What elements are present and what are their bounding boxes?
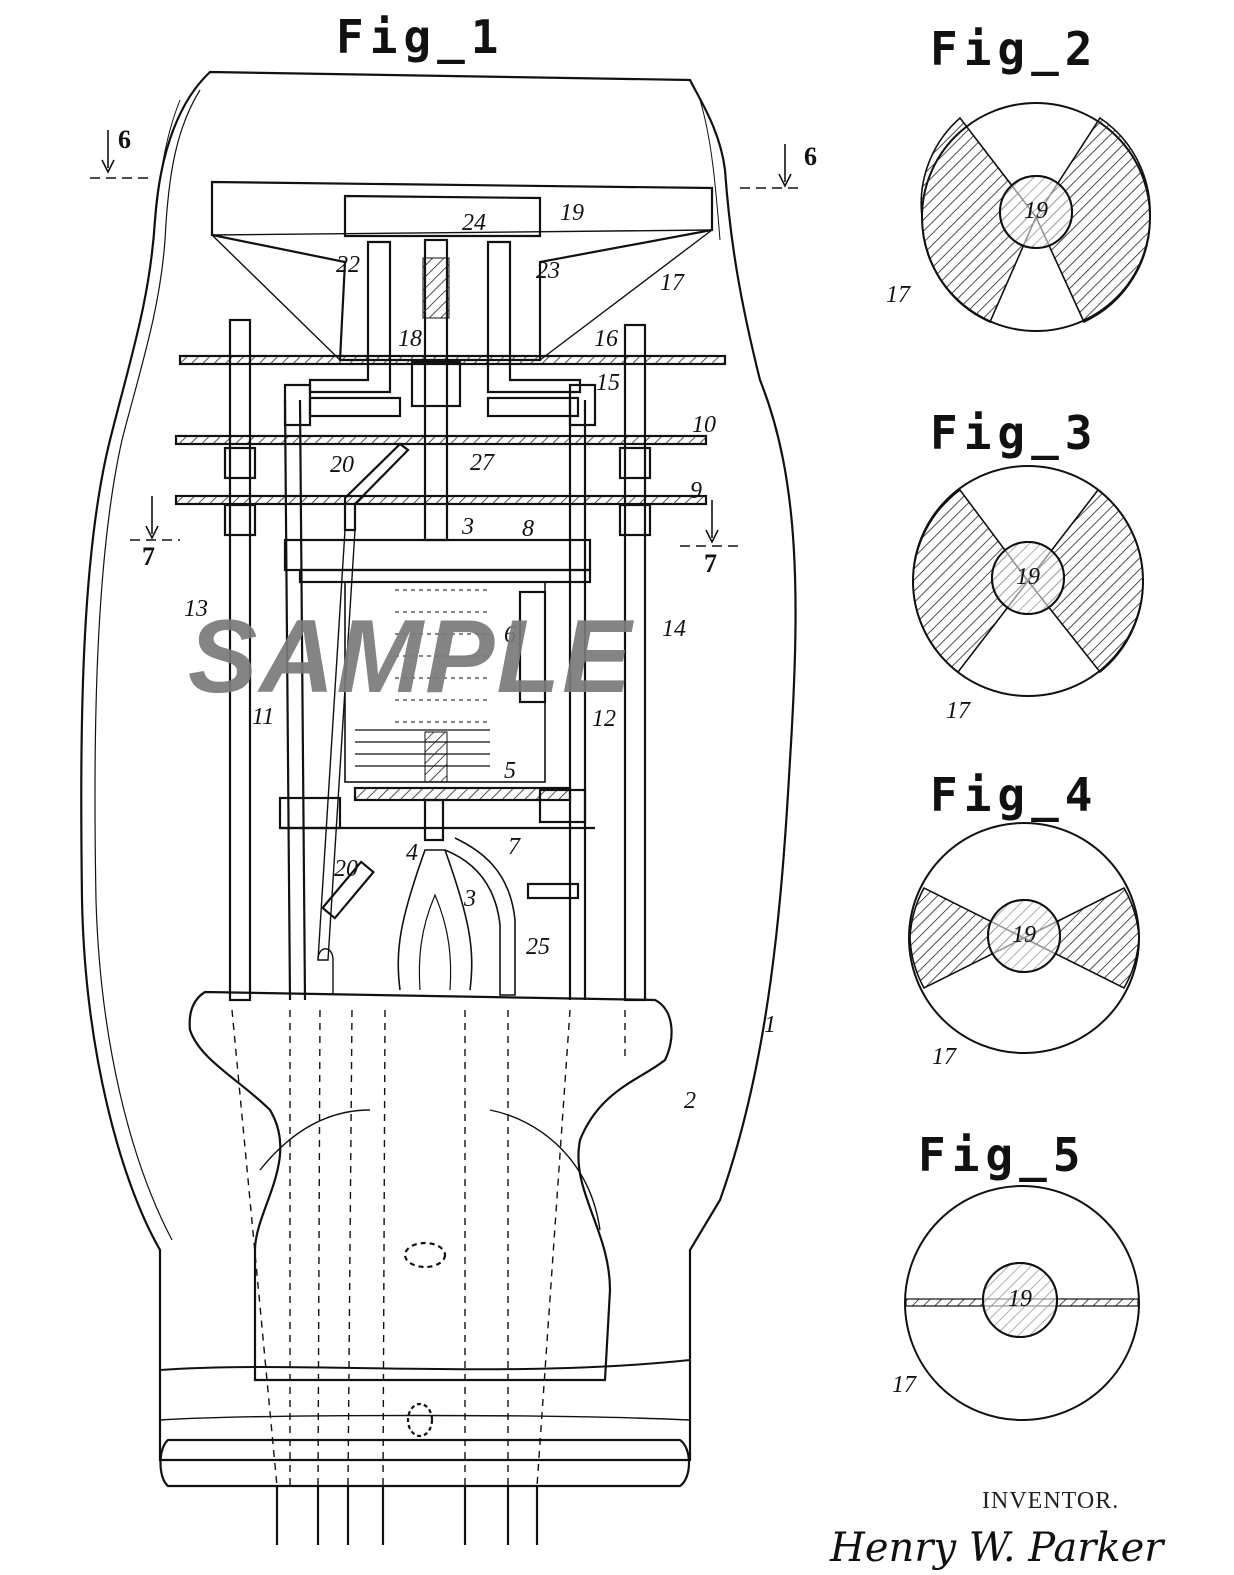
support-rod-14	[623, 323, 647, 1002]
fig3-ref-19: 19	[1016, 564, 1040, 590]
fig4-ref-17: 17	[932, 1044, 957, 1070]
base-pins	[275, 1486, 539, 1545]
fig5-ref-19: 19	[1008, 1286, 1032, 1312]
section-6-left: 6	[118, 125, 131, 154]
stem-press	[188, 990, 673, 1382]
ref-8: 8	[522, 516, 534, 542]
fig3-ref-17: 17	[946, 698, 971, 724]
sample-watermark: SAMPLE	[188, 599, 634, 715]
fig2-section	[920, 102, 1151, 332]
fig4-ref-19: 19	[1012, 922, 1036, 948]
ref-27: 27	[470, 450, 495, 476]
ref-18: 18	[398, 326, 422, 352]
ref-9: 9	[690, 478, 702, 504]
ref-12: 12	[592, 706, 616, 732]
ref-3-top: 3	[461, 514, 474, 540]
lead-22	[308, 240, 392, 394]
section-7-left: 7	[142, 542, 155, 571]
fig5-title: Fig_5	[918, 1128, 1087, 1182]
ref-4: 4	[406, 840, 418, 866]
inventor-signature: Henry W. Parker	[830, 1525, 1164, 1571]
fig2-ref-19: 19	[1024, 198, 1048, 224]
mica-disk-9	[174, 494, 708, 506]
fig4-section	[908, 822, 1140, 1054]
fig2-ref-17: 17	[886, 282, 911, 308]
ref-5: 5	[504, 758, 516, 784]
tube-assembly	[80, 70, 797, 1545]
ref-24: 24	[462, 210, 486, 236]
ref-2: 2	[684, 1088, 696, 1114]
ref-25: 25	[526, 934, 550, 960]
ref-22: 22	[336, 252, 360, 278]
lower-disk-7	[353, 786, 572, 802]
fig3-title: Fig_3	[930, 406, 1099, 460]
section-lines	[90, 130, 800, 547]
ref-23: 23	[536, 258, 560, 284]
ref-10: 10	[692, 412, 716, 438]
ref-20-bottom: 20	[334, 856, 358, 882]
ref-13: 13	[184, 596, 208, 622]
fig4-title: Fig_4	[930, 768, 1099, 822]
ref-1: 1	[764, 1012, 776, 1038]
fig5-section	[904, 1185, 1140, 1421]
fig1-reference-numerals: 24 19 22 23 17 18 16 15 10 27 20 9 3 8 1…	[184, 200, 776, 1114]
inventor-label: INVENTOR.	[982, 1488, 1120, 1514]
ref-20-top: 20	[330, 452, 354, 478]
top-insulator	[343, 194, 542, 238]
fig5-ref-17: 17	[892, 1372, 917, 1398]
ref-11: 11	[252, 704, 274, 730]
section-6-right: 6	[804, 142, 817, 171]
base-ring	[159, 1438, 691, 1488]
shield-disk	[178, 354, 727, 366]
insulator-bridge-8	[283, 538, 592, 572]
cone-shield	[210, 180, 714, 362]
fig1-title: Fig_1	[336, 10, 505, 64]
support-rod-13	[228, 318, 252, 1002]
lead-20	[343, 442, 410, 532]
ref-19: 19	[560, 200, 584, 226]
ref-6: 6	[504, 622, 516, 648]
ref-16: 16	[594, 326, 618, 352]
mica-disk-10	[174, 434, 708, 446]
lead-23	[486, 240, 582, 394]
fig3-section	[912, 465, 1144, 697]
ref-14: 14	[662, 616, 686, 642]
ref-15: 15	[596, 370, 620, 396]
glass-envelope	[80, 70, 797, 1462]
ref-17: 17	[660, 270, 685, 296]
ref-7: 7	[508, 834, 521, 860]
filament-3	[397, 849, 473, 991]
section-7-right: 7	[704, 549, 717, 578]
ref-3-bottom: 3	[463, 886, 476, 912]
fig2-title: Fig_2	[930, 22, 1099, 76]
